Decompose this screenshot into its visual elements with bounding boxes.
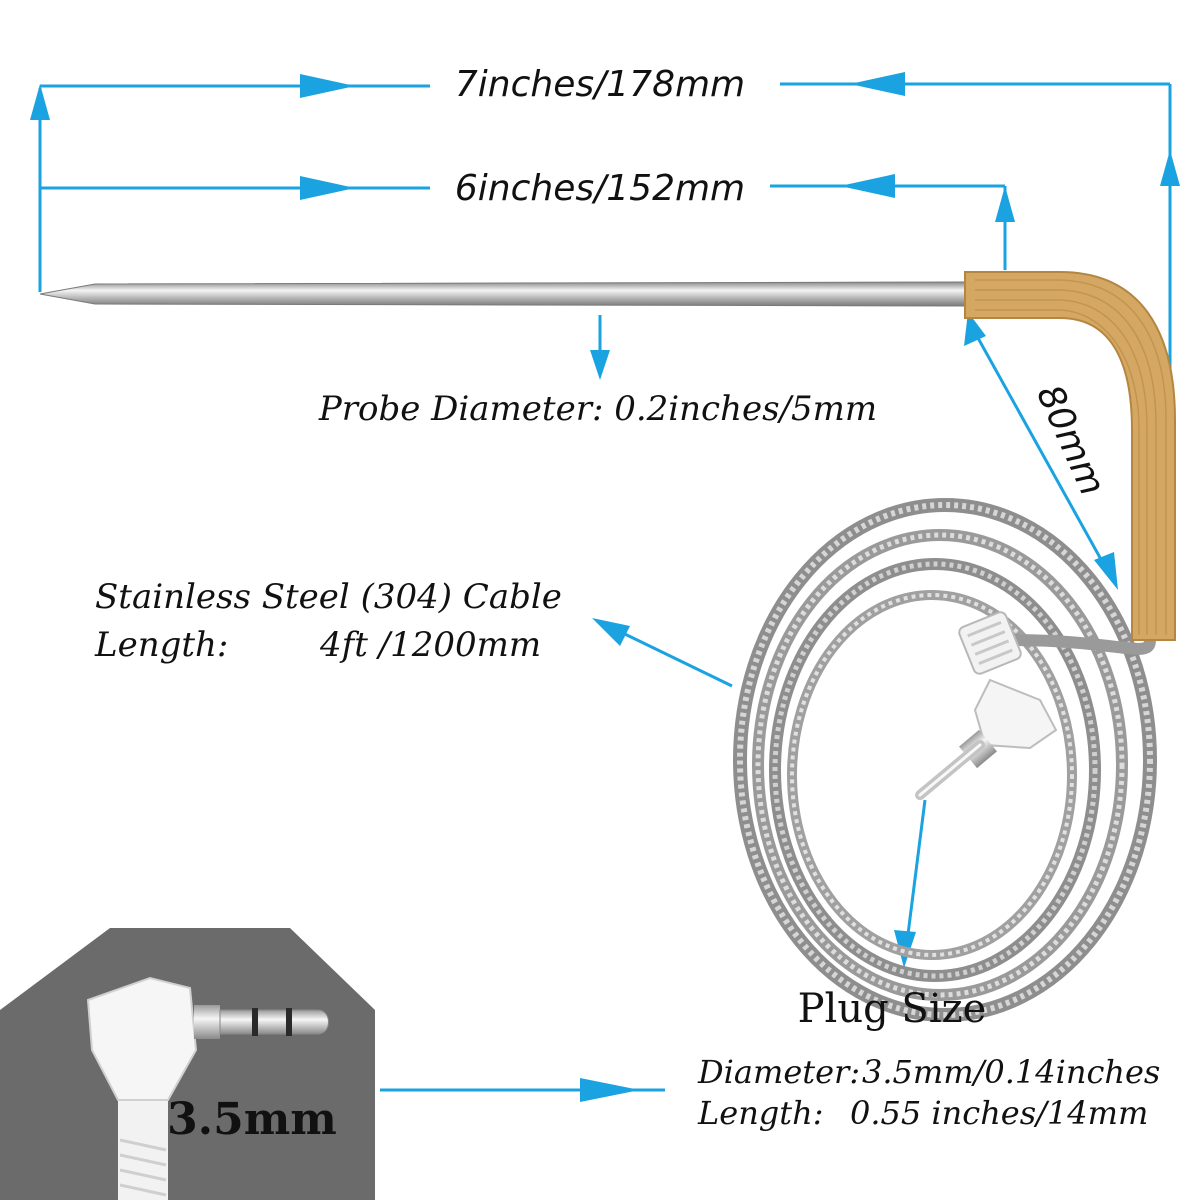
plug-diameter-value: 3.5mm/0.14inches (862, 1053, 1160, 1091)
cable-material-label: Stainless Steel (304) Cable (95, 577, 562, 617)
plug-diameter-label: Diameter: (697, 1053, 860, 1091)
probe-diameter-label: Probe Diameter: 0.2inches/5mm (318, 389, 877, 429)
inset-size-label: 3.5mm (167, 1094, 337, 1145)
plug-length-label: Length: (697, 1094, 824, 1132)
probe-grip (964, 271, 1176, 641)
probe-length-label: 6inches/152mm (455, 168, 745, 209)
dimension-lines (30, 72, 1180, 1102)
plug-inset: 3.5mm (0, 928, 375, 1200)
bend-length-label: 80mm (1028, 379, 1113, 502)
plug-size-title: Plug Size (798, 986, 987, 1032)
probe-rod (39, 281, 971, 307)
steel-cable (733, 498, 1157, 1022)
cable-length-value: 4ft /1200mm (319, 625, 541, 665)
cable-length-label: Length: (94, 625, 228, 665)
total-length-label: 7inches/178mm (455, 64, 745, 105)
plug-length-value: 0.55 inches/14mm (850, 1094, 1148, 1132)
cable-plug (915, 611, 1058, 800)
